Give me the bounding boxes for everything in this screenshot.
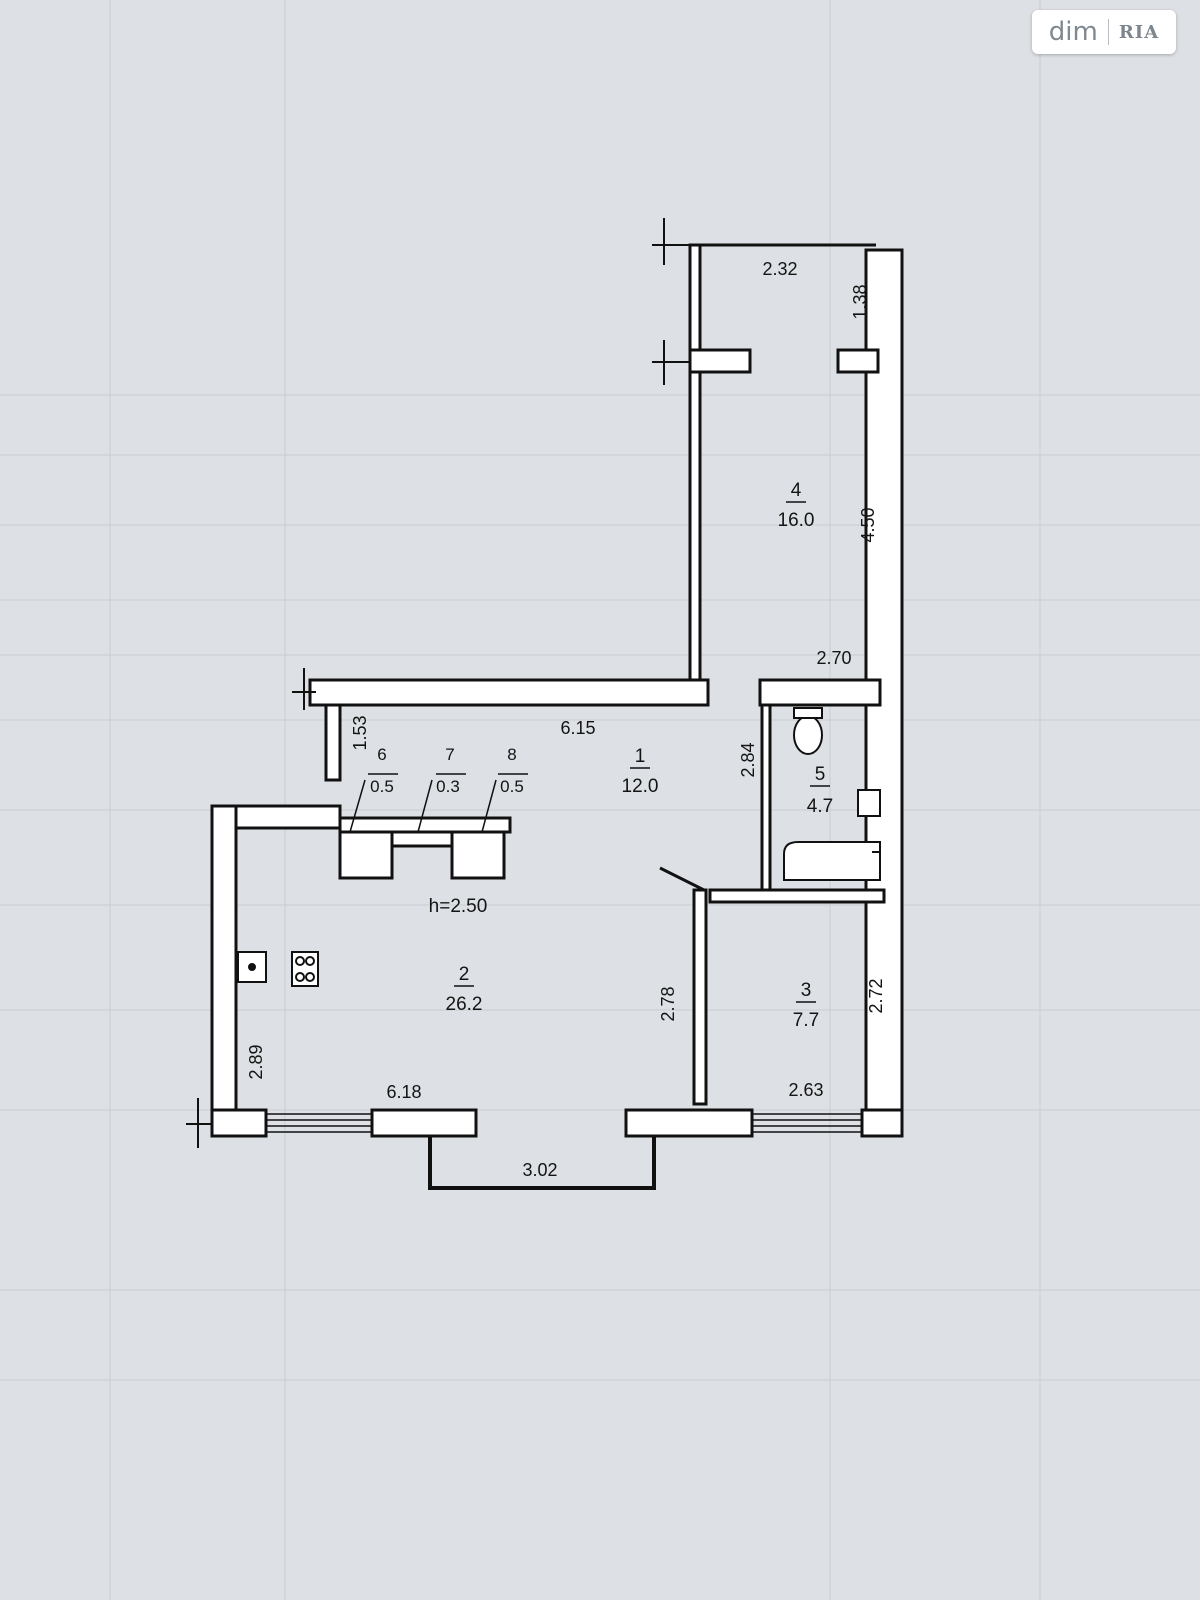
dim-hall-left: 1.53 bbox=[350, 715, 370, 750]
kitchen-left-wall bbox=[210, 804, 238, 1126]
room4-left-wall bbox=[688, 243, 702, 687]
watermark-brand-left: dim bbox=[1048, 17, 1098, 47]
kitchen-bottom-wall bbox=[210, 1108, 268, 1138]
dim-room4-bottom: 2.70 bbox=[816, 648, 851, 668]
kitchen-top-wall bbox=[212, 804, 342, 830]
room4-door-stub-right bbox=[836, 348, 880, 374]
pantries bbox=[338, 779, 512, 880]
dim-bath-left: 2.84 bbox=[738, 742, 758, 777]
right-corner-pier bbox=[860, 1108, 904, 1138]
room-3-area: 7.7 bbox=[793, 1010, 819, 1031]
dim-kitchen-bottom: 6.18 bbox=[386, 1082, 421, 1102]
room3-left-wall bbox=[692, 888, 708, 1106]
bathroom-fixtures bbox=[783, 707, 881, 881]
dimension-labels: 2.32 1.38 4.50 2.70 6.15 1.53 2.84 2.78 … bbox=[246, 259, 886, 1180]
room-6-number: 6 bbox=[377, 745, 386, 764]
room-3-number: 3 bbox=[801, 980, 812, 1001]
hall-top-wall-left bbox=[308, 678, 710, 707]
bath-left-wall bbox=[760, 703, 772, 900]
dim-hall-top: 6.15 bbox=[560, 718, 595, 738]
sink-icon bbox=[857, 789, 881, 817]
room-8-area: 0.5 bbox=[500, 777, 524, 796]
room-4-area: 16.0 bbox=[778, 510, 815, 531]
dim-room4-right-upper: 1.38 bbox=[850, 284, 870, 319]
hall-top-wall-right bbox=[758, 678, 882, 707]
room-7-number: 7 bbox=[445, 745, 454, 764]
dim-room4-top: 2.32 bbox=[762, 259, 797, 279]
toilet-icon bbox=[793, 715, 823, 755]
room3-pier bbox=[624, 1108, 754, 1138]
hall-door-leaf bbox=[659, 866, 705, 892]
dim-room3-left: 2.78 bbox=[658, 986, 678, 1021]
balcony-outline bbox=[428, 1136, 656, 1190]
axis-ticks bbox=[186, 218, 690, 1148]
room3-window bbox=[751, 1113, 863, 1133]
kitchen-window bbox=[265, 1113, 373, 1133]
room-8-number: 8 bbox=[507, 745, 516, 764]
room4-door-stub-left bbox=[688, 348, 752, 374]
windows bbox=[265, 1113, 863, 1133]
bath-bottom-wall bbox=[708, 888, 886, 904]
watermark-brand-right: RIA bbox=[1118, 21, 1160, 43]
room-5-number: 5 bbox=[815, 764, 826, 785]
room-2-number: 2 bbox=[459, 964, 470, 985]
bathtub-icon bbox=[783, 841, 881, 881]
dim-room3-right: 2.72 bbox=[866, 978, 886, 1013]
room-labels: 1 12.0 2 26.2 3 7.7 4 16.0 5 4.7 6 0.5 7… bbox=[368, 480, 833, 1031]
room-7-area: 0.3 bbox=[436, 777, 460, 796]
kitchen-fixtures bbox=[237, 951, 319, 987]
room-1-number: 1 bbox=[635, 746, 646, 767]
dim-room4-right: 4.50 bbox=[858, 507, 878, 542]
stove-icon bbox=[291, 951, 319, 987]
room-5-area: 4.7 bbox=[807, 796, 833, 817]
ceiling-height: h=2.50 bbox=[429, 896, 488, 917]
room-1-area: 12.0 bbox=[622, 776, 659, 797]
room-4-number: 4 bbox=[791, 480, 802, 501]
room-6-area: 0.5 bbox=[370, 777, 394, 796]
walls bbox=[210, 243, 904, 1138]
kitchen-pier bbox=[370, 1108, 478, 1138]
hall-left-wall bbox=[324, 703, 342, 782]
watermark-divider bbox=[1107, 19, 1109, 45]
watermark-logo: dim RIA bbox=[1032, 10, 1176, 54]
room-2-area: 26.2 bbox=[446, 994, 483, 1015]
dim-balcony: 3.02 bbox=[522, 1160, 557, 1180]
dim-kitchen-left: 2.89 bbox=[246, 1044, 266, 1079]
dim-room3-bottom: 2.63 bbox=[788, 1080, 823, 1100]
